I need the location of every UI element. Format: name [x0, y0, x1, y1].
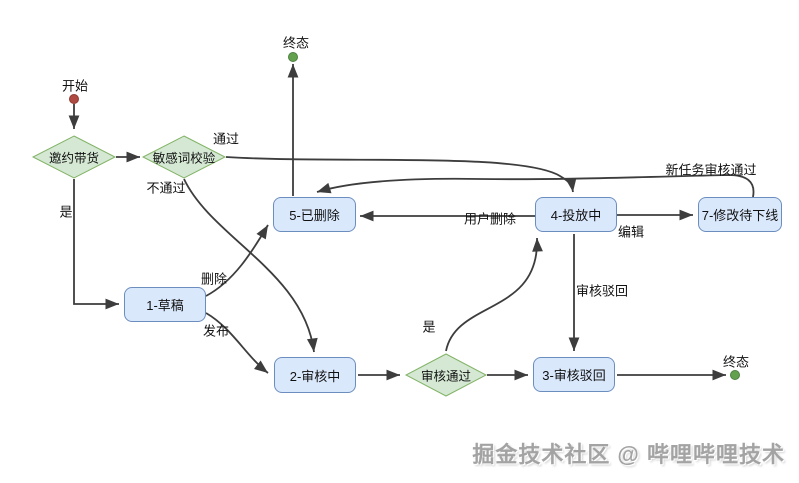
edge-label-fail: 不通过	[146, 180, 186, 196]
end-label-bottom: 终态	[722, 354, 750, 370]
edge-label-user-delete: 用户删除	[463, 211, 517, 227]
state-label: 5-已删除	[289, 208, 340, 223]
start-label: 开始	[61, 78, 89, 94]
state-node-reviewing: 2-审核中	[274, 357, 356, 393]
edge-delete-draft-to-deleted	[205, 224, 269, 297]
decision-node-review: 审核通过	[404, 353, 488, 397]
edge-label-edit: 编辑	[617, 224, 645, 240]
state-node-draft: 1-草稿	[124, 287, 206, 322]
decision-node-invite: 邀约带货	[31, 135, 117, 179]
decision-label: 邀约带货	[48, 151, 100, 166]
watermark-text: 掘金技术社区 @ 哔哩哔哩技术	[472, 442, 785, 467]
decision-label: 敏感词校验	[152, 151, 216, 166]
state-label: 7-修改待下线	[701, 208, 779, 223]
diamond-shape	[141, 135, 227, 179]
state-node-rejected: 3-审核驳回	[533, 357, 615, 392]
end-label-top: 终态	[282, 35, 310, 51]
edge-pass-sensitive-to-active	[225, 156, 577, 193]
edge-label-review-reject: 审核驳回	[575, 283, 629, 299]
end-dot-bottom	[730, 370, 740, 380]
edge-label-publish: 发布	[202, 323, 230, 339]
edge-newtaskpass-modify-to-deleted	[316, 174, 755, 198]
edge-publish-draft-to-reviewing	[205, 312, 269, 374]
edge-label-new-task-pass: 新任务审核通过	[665, 162, 757, 178]
edge-label-yes-review: 是	[422, 319, 436, 335]
edge-yes-review-to-active	[445, 237, 543, 352]
state-label: 1-草稿	[146, 298, 184, 313]
diamond-shape	[404, 353, 488, 397]
state-label: 2-审核中	[289, 368, 341, 384]
edge-label-pass: 通过	[212, 131, 240, 147]
edge-fail-sensitive-to-reviewing	[183, 178, 318, 353]
state-label: 3-审核驳回	[542, 368, 606, 383]
start-dot	[69, 94, 79, 104]
edge-label-yes-invite: 是	[59, 204, 73, 220]
edge-label-delete: 删除	[200, 271, 228, 287]
edge-invite-to-draft	[73, 179, 119, 310]
diamond-shape	[31, 135, 117, 179]
decision-node-sensitive: 敏感词校验	[141, 135, 227, 179]
state-node-deleted: 5-已删除	[273, 197, 356, 232]
end-dot-top	[288, 52, 298, 62]
state-node-active: 4-投放中	[535, 197, 617, 232]
state-node-modify-offline: 7-修改待下线	[698, 197, 782, 232]
state-label: 4-投放中	[550, 208, 602, 223]
decision-label: 审核通过	[420, 369, 472, 384]
